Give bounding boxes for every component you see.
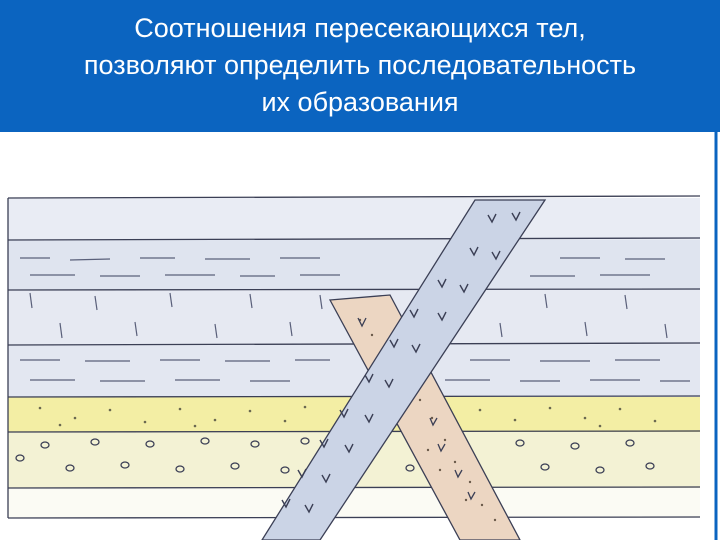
layer-shale-upper [8,240,700,290]
title-banner: Соотношения пересекающихся тел, позволяю… [0,0,720,132]
older-dike-marks [357,317,476,501]
cross-section-drawing [0,132,720,541]
younger-dike-marks [281,211,521,514]
layer-top [8,198,700,240]
sandstone-dots [38,405,657,428]
layer-bottom [8,488,700,518]
older-dike-dots [358,318,497,522]
shale-dashes [20,257,690,382]
geology-diagram [0,132,720,541]
slide-title: Соотношения пересекающихся тел, позволяю… [83,13,637,117]
layer-shale-lower [8,345,700,397]
conglomerate-pebbles [15,437,655,474]
